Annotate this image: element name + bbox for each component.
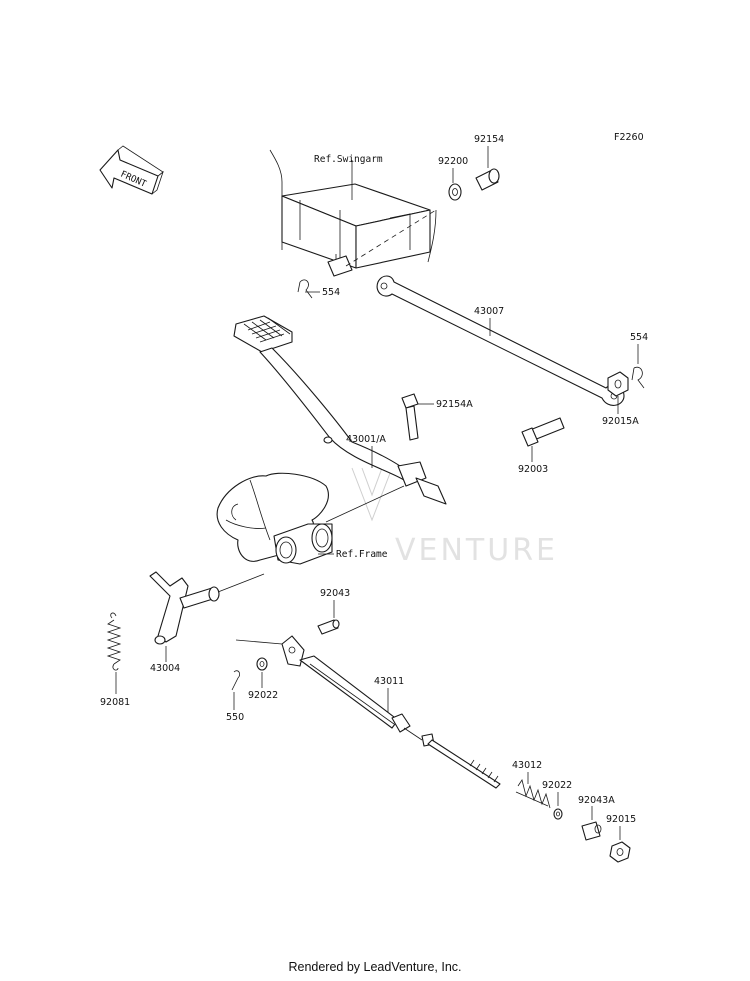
watermark-text: VENTURE bbox=[395, 533, 558, 568]
label-43007: 43007 bbox=[474, 306, 504, 317]
front-arrow-icon: FRONT bbox=[99, 145, 164, 195]
watermark: VENTURE bbox=[351, 467, 558, 568]
bolt-92154A: 92154A bbox=[401, 393, 473, 441]
frame-reference: Ref.Frame bbox=[216, 472, 405, 565]
label-92043: 92043 bbox=[320, 588, 350, 599]
label-92081: 92081 bbox=[100, 697, 130, 708]
label-554-right: 554 bbox=[630, 332, 648, 343]
label-550: 550 bbox=[226, 712, 244, 723]
washer-92022-right: 92022 bbox=[542, 780, 572, 820]
swingarm-reference: Ref.Swingarm bbox=[269, 149, 437, 277]
cotter-pin-554-right: 554 bbox=[630, 332, 648, 389]
nut-92015A: 92015A bbox=[602, 371, 639, 427]
label-92200: 92200 bbox=[438, 156, 468, 167]
spring-92081: 92081 bbox=[100, 612, 130, 708]
label-92015A: 92015A bbox=[602, 416, 639, 427]
label-43011: 43011 bbox=[374, 676, 404, 687]
label-554-left: 554 bbox=[322, 287, 340, 298]
bolt-92003: 92003 bbox=[518, 417, 565, 475]
washer-92200: 92200 bbox=[438, 156, 468, 201]
label-92022-right: 92022 bbox=[542, 780, 572, 791]
footer-credit: Rendered by LeadVenture, Inc. bbox=[288, 960, 462, 974]
washer-92022-left: 92022 bbox=[248, 657, 278, 701]
frame-ref-label: Ref.Frame bbox=[336, 549, 388, 560]
label-92043A: 92043A bbox=[578, 795, 615, 806]
swingarm-ref-label: Ref.Swingarm bbox=[314, 154, 383, 165]
cotter-pin-554-left: 554 bbox=[297, 279, 340, 299]
bolt-92154: 92154 bbox=[474, 134, 504, 191]
lever-43004: 43004 bbox=[149, 571, 265, 674]
label-92154: 92154 bbox=[474, 134, 504, 145]
label-92015: 92015 bbox=[606, 814, 636, 825]
pin-92043A: 92043A bbox=[578, 795, 615, 841]
rod-43011: 43011 bbox=[235, 635, 501, 789]
label-92022-left: 92022 bbox=[248, 690, 278, 701]
rod-43007: 43007 bbox=[376, 275, 625, 406]
pin-92043: 92043 bbox=[317, 588, 350, 635]
label-43001A: 43001/A bbox=[346, 434, 386, 445]
brake-pedal-43001A: 43001/A bbox=[233, 315, 447, 505]
spring-43012: 43012 bbox=[512, 760, 551, 809]
label-43004: 43004 bbox=[150, 663, 180, 674]
label-43012: 43012 bbox=[512, 760, 542, 771]
label-92154A: 92154A bbox=[436, 399, 473, 410]
diagram-code: F2260 bbox=[614, 132, 644, 143]
label-92003: 92003 bbox=[518, 464, 548, 475]
nut-92015: 92015 bbox=[606, 814, 636, 863]
cotter-pin-550: 550 bbox=[226, 670, 244, 723]
